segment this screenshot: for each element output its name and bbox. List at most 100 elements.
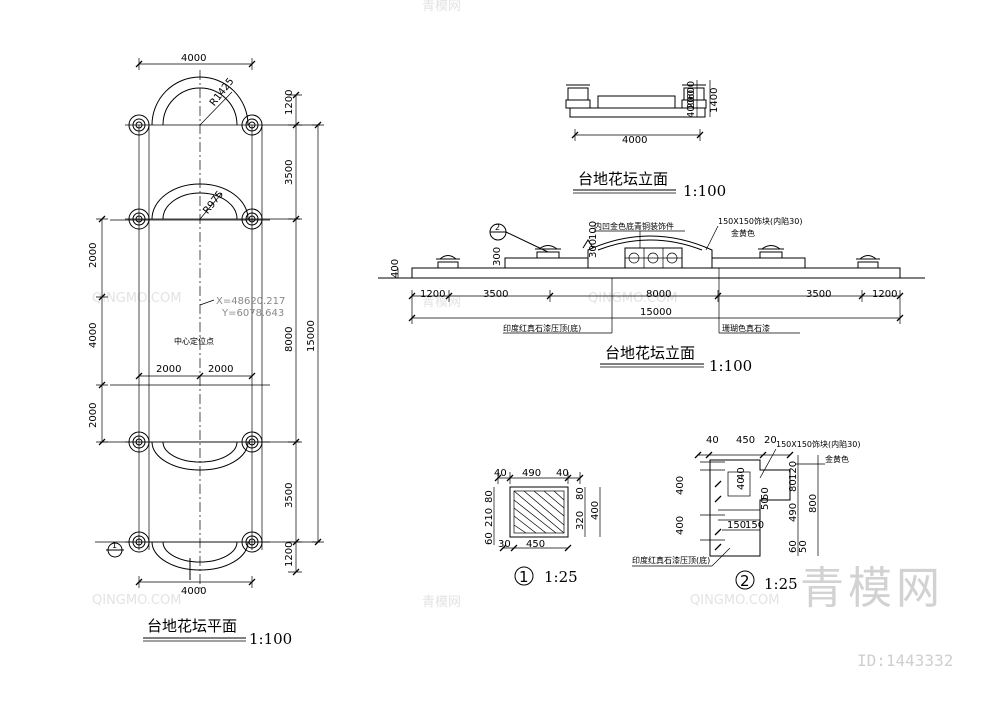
main-elev-title: 台地花坛立面 [605,344,695,362]
small-elev-dim-400: 400 [686,99,697,118]
plan-dim-inner-2000-right: 2000 [208,364,233,375]
detail2-title-num: 2 [740,572,750,590]
detail1-dim-right-80: 80 [575,487,586,500]
small-elev-dim-200: 200 [686,90,697,109]
main-elev-dim-3500-left: 3500 [483,289,508,300]
detail2-dim-mid-40b: 40 [736,477,747,490]
watermark-big: 青模网 [800,563,944,614]
detail1-dim-top-40-left: 40 [494,468,507,479]
watermark-latin-3: QINGMO.COM [588,291,677,306]
detail2-label-gold: 金黄色 [825,454,849,464]
detail2-dim-top-20: 20 [764,435,777,446]
main-elev-label-block: 150X150饰块(内陷30) [718,216,802,226]
main-elev-h-100: 100 [588,221,599,240]
plan-dim-left-4000: 4000 [88,323,99,348]
main-elev-dim-1200-left: 1200 [420,289,445,300]
detail2-dim-right-800: 800 [808,494,819,513]
detail2-dim-top-450: 450 [736,435,755,446]
detail2-dim-right-50: 50 [798,540,809,553]
detail1-dim-left-210: 210 [484,508,495,527]
watermark-latin-4: QINGMO.COM [690,593,779,608]
detail2-dim-right-120: 120 [788,461,799,480]
main-elev-dim-3500-right: 3500 [806,289,831,300]
detail2-dim-left-400-b: 400 [675,516,686,535]
plan-dim-right-8000: 8000 [284,327,295,352]
detail2-dim-bottom-150a: 150 [727,520,746,531]
plan-dim-radius-top: R1425 [208,76,237,108]
urn-1 [436,255,460,268]
detail2-dim-mid-40: 40 [736,467,747,480]
urn-3 [758,245,784,258]
detail2-title-circle [735,570,755,590]
detail2-dim-bottom-150b: 150 [745,520,764,531]
plan-dim-right-1200-bottom: 1200 [284,542,295,567]
plan-dim-left-2000-bottom: 2000 [88,403,99,428]
small-elevation: 4000 600 400 200 1400 台地花坛立面 1:100 [565,80,726,200]
main-elev-dim-8000: 8000 [646,289,671,300]
detail1-dim-bottom-30: 30 [498,539,511,550]
plan-title: 台地花坛平面 [147,617,237,635]
main-elev-dim-total: 15000 [640,307,672,318]
main-elevation: 内凹金色底青铜装饰件 150X150饰块(内陷30) 金黄色 2 400 300… [378,216,925,375]
detail1-dim-bottom-450: 450 [526,539,545,550]
plan-section-marker: 1 [112,541,117,550]
watermark-id: ID:1443332 [857,651,953,670]
detail2-dim-left-400-a: 400 [675,476,686,495]
small-elev-dim-1400: 1400 [709,88,720,113]
detail1-dim-top-40-right: 40 [556,468,569,479]
detail-2: 40 450 20 150X150饰块(内陷30) 金黄色 400 400 40… [632,435,860,593]
detail1-dim-left-80: 80 [484,490,495,503]
plan-dim-left-2000-top: 2000 [88,243,99,268]
detail2-scale: 1:25 [764,575,798,593]
watermark-cn-2: 青模网 [422,295,461,310]
main-elev-h-300-center: 300 [588,239,599,258]
plan-dim-right-1200-top: 1200 [284,90,295,115]
small-elev-dim-600: 600 [686,81,697,100]
urn-4 [856,255,880,268]
main-elev-scale: 1:100 [709,357,752,375]
main-elev-label-coral: 珊瑚色真石漆 [722,323,770,333]
detail2-dim-top-40: 40 [706,435,719,446]
detail2-dim-right-60: 60 [788,540,799,553]
plan-dim-right-total: 15000 [306,320,317,352]
small-elev-width: 4000 [622,135,647,146]
plan-coord-x: X=48620.217 [216,296,285,307]
detail2-label-coping: 印度红真石漆压顶(底) [632,555,710,565]
watermark-latin-1: QINGMO.COM [92,291,181,306]
detail1-dim-left-60: 60 [484,532,495,545]
plan-dim-inner-2000-left: 2000 [156,364,181,375]
plan-dim-right-3500-top: 3500 [284,160,295,185]
detail2-label-block: 150X150饰块(内陷30) [776,439,860,449]
watermark-cn-3: 青模网 [422,595,461,610]
main-elev-marker: 2 [495,223,500,232]
detail2-dim-mid-50: 50 [760,487,771,500]
main-elev-dim-1200-right: 1200 [872,289,897,300]
watermark-layer: QINGMO.COM QINGMO.COM QINGMO.COM QINGMO.… [92,0,953,670]
detail2-dim-mid-50b: 50 [760,497,771,510]
main-elev-label-gold: 内凹金色底青铜装饰件 [594,221,674,231]
detail1-dim-right-400: 400 [590,501,601,520]
plan-center-label: 中心定位点 [174,336,214,346]
detail1-title-num: 1 [519,568,529,586]
watermark-cn-1: 青模网 [422,0,461,14]
small-elev-scale: 1:100 [683,182,726,200]
plan-coord-y: Y=6078.643 [221,308,284,319]
watermark-latin-2: QINGMO.COM [92,593,181,608]
main-elev-label-coping: 印度红真石漆压顶(底) [503,323,581,333]
detail-1: 40 490 40 30 450 60 210 80 80 320 400 1 … [484,468,601,586]
detail2-dim-right-80: 80 [788,479,799,492]
small-elev-title: 台地花坛立面 [578,170,668,188]
plan-scale: 1:100 [249,630,292,648]
detail1-scale: 1:25 [544,568,578,586]
plan-dim-top-width: 4000 [181,53,206,64]
plan-view: 4000 R1425 R975 1200 3500 8000 3500 1200… [88,53,324,648]
plan-posts [128,114,263,553]
detail1-title-circle [514,566,534,586]
detail2-dim-right-490: 490 [788,503,799,522]
main-elev-label-yellow: 金黄色 [731,228,755,238]
detail1-dim-right-320: 320 [575,511,586,530]
plan-dim-right-3500-bottom: 3500 [284,483,295,508]
detail1-dim-top-490: 490 [522,468,541,479]
plan-dim-bottom-width: 4000 [181,586,206,597]
